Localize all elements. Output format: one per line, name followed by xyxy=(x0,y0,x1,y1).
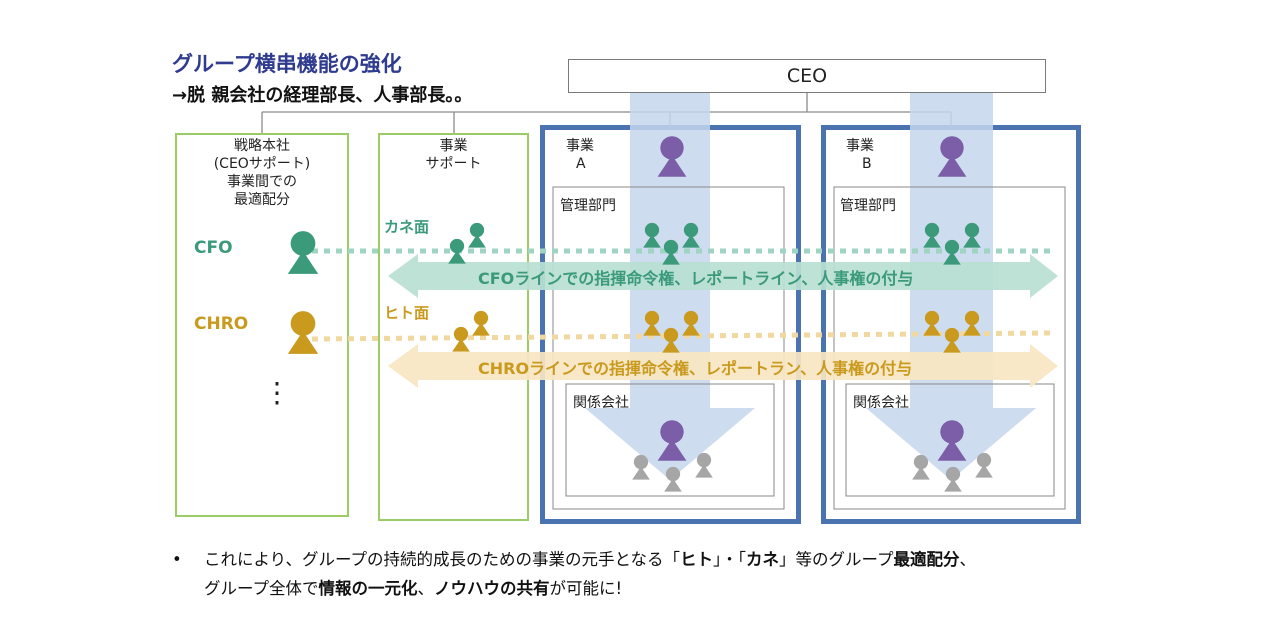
support-money-people-icon xyxy=(448,222,486,264)
page-subtitle: →脱 親会社の経理部長、人事部長。。 xyxy=(172,85,473,106)
ceo-box: CEO xyxy=(568,59,1046,93)
business-a-affiliate-label: 関係会社 xyxy=(573,395,629,411)
cfo-band xyxy=(388,254,1058,298)
support-column-label: 事業 サポート xyxy=(425,138,482,172)
admin-box-a xyxy=(552,186,785,510)
business-a-label: 事業 A xyxy=(566,138,594,172)
cfo-band-text: CFOラインでの指揮命令権、レポートライン、人事権の付与 xyxy=(478,269,914,288)
strategy-column-label: 戦略本社 (CEOサポート) 事業間での 最適配分 xyxy=(213,138,311,208)
chro-label: CHRO xyxy=(194,314,249,334)
business-a-admin-label: 管理部門 xyxy=(560,198,616,214)
business-b-admin-label: 管理部門 xyxy=(840,198,896,214)
chro-person-icon xyxy=(287,311,319,354)
support-people-people-icon xyxy=(452,310,490,352)
footer-line-2: グループ全体で情報の一元化、ノウハウの共有が可能に! xyxy=(204,579,623,598)
chro-band xyxy=(388,344,1058,388)
money-label: カネ面 xyxy=(384,218,430,236)
footer-line-1: •これにより、グループの持続的成長のための事業の元手となる「ヒト」・「カネ」等の… xyxy=(172,550,977,569)
strategy-column xyxy=(175,133,349,517)
affiliate-box-a xyxy=(565,383,775,497)
page-title: グループ横串機能の強化 xyxy=(172,52,402,76)
cfo-label: CFO xyxy=(194,238,233,258)
business-b-label: 事業 B xyxy=(846,138,874,172)
support-column xyxy=(378,133,529,521)
chro-band-text: CHROラインでの指揮命令権、レポートラン、人事権の付与 xyxy=(478,359,913,378)
people-label: ヒト面 xyxy=(384,304,430,322)
admin-box-b xyxy=(833,186,1066,510)
footer-note: •これにより、グループの持続的成長のための事業の元手となる「ヒト」・「カネ」等の… xyxy=(172,545,1252,603)
affiliate-box-b xyxy=(845,383,1055,497)
more-ellipsis: ⋮ xyxy=(263,376,291,409)
business-b-affiliate-label: 関係会社 xyxy=(853,395,909,411)
